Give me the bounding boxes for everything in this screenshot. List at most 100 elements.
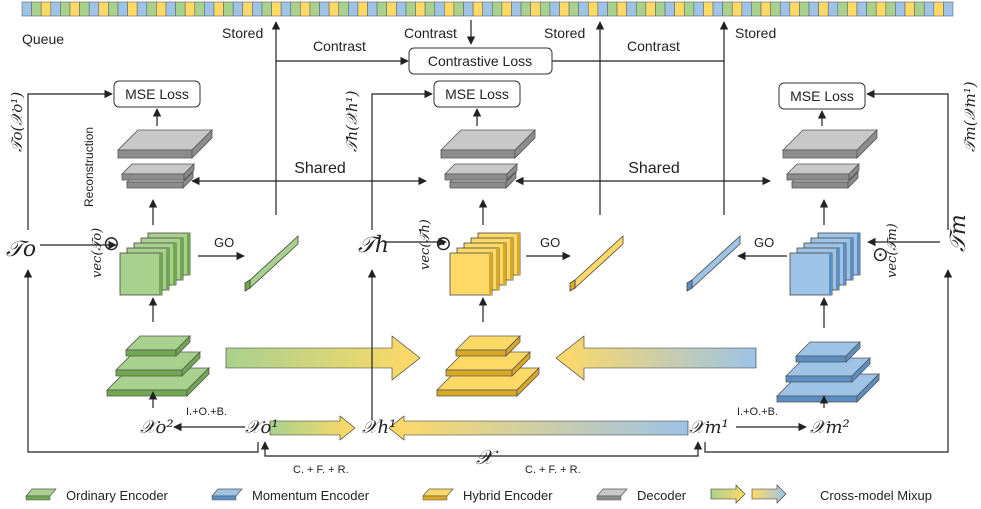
queue-cell xyxy=(885,1,896,17)
queue-cell xyxy=(751,1,762,17)
plate-front xyxy=(785,375,853,383)
math-vec-h: vec(𝒯h) xyxy=(418,219,433,270)
plate-side xyxy=(516,367,540,397)
math-Xo1: 𝒳o¹ xyxy=(245,417,279,438)
queue-cell xyxy=(31,1,42,17)
math-Tm-X: 𝒯m(𝒳m¹) xyxy=(961,81,979,152)
mse-loss-label-hybrid: MSE Loss xyxy=(445,86,509,102)
vector-end xyxy=(686,279,693,292)
legend: Ordinary Encoder Momentum Encoder Hybrid… xyxy=(25,484,932,504)
queue-cell xyxy=(415,1,426,17)
queue-cell xyxy=(280,1,292,17)
feature-map-edge xyxy=(187,233,190,275)
encoder-momentum xyxy=(776,341,880,403)
queue-cell xyxy=(386,1,397,17)
queue-cell xyxy=(242,1,253,17)
mixup-arrow-right xyxy=(555,335,757,381)
queue-cell xyxy=(674,1,685,17)
feature-map-edge xyxy=(159,253,162,295)
plate-side xyxy=(175,335,191,357)
plate-side xyxy=(856,129,878,159)
mse-loss-box-momentum xyxy=(778,82,866,110)
queue-cell xyxy=(827,1,839,17)
plate-front xyxy=(455,349,507,357)
decoder-hybrid xyxy=(440,129,536,189)
plate-side xyxy=(845,341,861,363)
legend-label-momentum: Momentum Encoder xyxy=(252,488,370,503)
vector-momentum xyxy=(686,235,741,292)
contrastive-loss-box xyxy=(408,47,553,75)
queue-cell xyxy=(88,1,100,17)
queue-cell xyxy=(213,1,224,17)
math-vec-o: vec(𝒯o) xyxy=(90,228,105,278)
queue-cell xyxy=(290,1,301,17)
queue-cell xyxy=(98,1,109,17)
queue-cell xyxy=(904,1,915,17)
plate-front xyxy=(795,355,847,363)
queue-cell xyxy=(683,1,695,17)
queue-cell xyxy=(799,1,810,17)
math-Xm2: 𝒳m² xyxy=(810,417,850,438)
queue-cell xyxy=(482,1,493,17)
go-label-momentum: GO xyxy=(754,235,774,250)
queue-cell xyxy=(597,1,608,17)
plate-side xyxy=(851,357,871,383)
queue-cell xyxy=(328,1,340,17)
queue-cell xyxy=(434,1,445,17)
vector-face xyxy=(574,235,624,289)
queue-cell xyxy=(635,1,647,17)
legend-item-momentum: Momentum Encoder xyxy=(211,488,370,503)
queue-cell xyxy=(146,1,157,17)
queue-cell xyxy=(626,1,637,17)
queue-cell xyxy=(741,1,752,17)
queue-cell xyxy=(520,1,531,17)
plate-side xyxy=(848,163,860,181)
queue-cell xyxy=(261,1,272,17)
feature-map-edge xyxy=(496,248,499,290)
feature-map-edge xyxy=(843,243,846,285)
queue-cell xyxy=(204,1,215,17)
queue-cell xyxy=(223,1,234,17)
feature-map-edge xyxy=(857,233,860,275)
feature-map-edge xyxy=(836,248,839,290)
queue-cell xyxy=(300,1,311,17)
math-Th: 𝒯h xyxy=(358,233,389,258)
encoder-to-feature-arrows xyxy=(148,297,829,328)
queue-cell xyxy=(319,1,330,17)
plate-front xyxy=(121,173,185,181)
queue-cell xyxy=(856,1,867,17)
legend-item-hybrid: Hybrid Encoder xyxy=(422,488,553,503)
decoder-momentum xyxy=(782,129,878,189)
queue-cell xyxy=(271,1,282,17)
feature-map-edge xyxy=(166,248,169,290)
plate-top xyxy=(444,163,518,175)
cfr-label-right: C. + F. + R. xyxy=(525,464,581,476)
queue-cell xyxy=(808,1,819,17)
queue-cell xyxy=(156,1,167,17)
plate-side xyxy=(511,351,531,377)
legend-label-hybrid: Hybrid Encoder xyxy=(463,488,553,503)
plate-front xyxy=(449,181,507,189)
feature-map-edge xyxy=(173,243,176,285)
mini-mixup-right xyxy=(388,415,689,441)
legend-label-ordinary: Ordinary Encoder xyxy=(66,488,169,503)
feature-map-edge xyxy=(829,253,832,295)
iob-label-right: I.+O.+B. xyxy=(737,406,778,418)
plate-front xyxy=(776,395,858,403)
queue-cell xyxy=(914,1,925,17)
queue-cell xyxy=(127,1,138,17)
queue-cell xyxy=(895,1,906,17)
feature-map xyxy=(449,252,493,296)
queue-cell xyxy=(424,1,436,17)
feature-map-edge xyxy=(510,238,513,280)
feature-map-edge xyxy=(850,238,853,280)
plate-front xyxy=(436,389,518,397)
math-Th-X: 𝒯h(𝒳h¹) xyxy=(343,90,361,152)
queue-cell xyxy=(396,1,407,17)
legend-label-decoder: Decoder xyxy=(637,488,687,503)
queue-cell xyxy=(731,1,743,17)
odot-momentum: ⊙ xyxy=(872,244,889,266)
plate-front xyxy=(444,173,508,181)
encoder-ordinary xyxy=(106,335,210,397)
feature-maps-ordinary xyxy=(119,232,191,296)
